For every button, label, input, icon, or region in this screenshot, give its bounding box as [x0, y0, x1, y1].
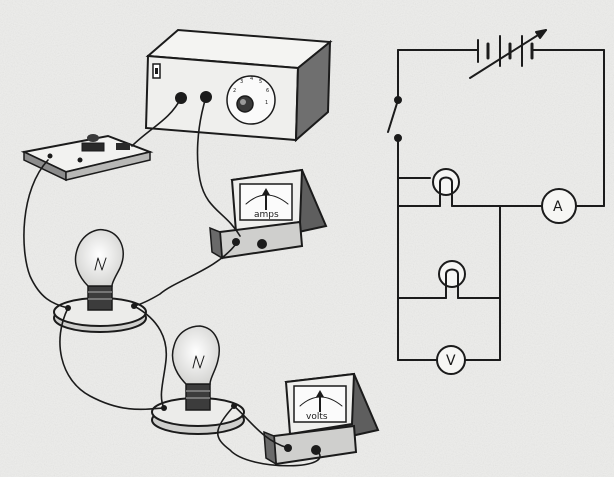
voltmeter-device: volts — [263, 372, 380, 466]
lamp-symbol-lower — [438, 260, 466, 288]
voltage-dial: 2 3 4 5 6 1 — [226, 75, 276, 125]
power-supply: 2 3 4 5 6 1 — [144, 28, 333, 143]
variable-battery-symbol — [469, 29, 547, 79]
bulb-2 — [151, 325, 245, 435]
svg-text:3: 3 — [240, 79, 243, 85]
lamp-symbol-upper — [432, 168, 460, 196]
svg-text:6: 6 — [266, 88, 269, 94]
svg-text:4: 4 — [250, 76, 253, 82]
svg-text:V: V — [446, 353, 456, 369]
svg-text:2: 2 — [233, 88, 236, 94]
voltmeter-symbol: V — [436, 345, 466, 375]
ammeter-label: amps — [254, 210, 279, 220]
svg-text:5: 5 — [259, 79, 262, 85]
voltmeter-label: volts — [306, 412, 328, 422]
pictorial-wires — [23, 96, 321, 467]
schematic-diagram — [387, 29, 605, 361]
ammeter-device: amps — [209, 168, 328, 260]
svg-text:1: 1 — [265, 100, 268, 106]
knife-switch — [20, 134, 154, 182]
ammeter-symbol: A — [541, 188, 577, 224]
svg-text:A: A — [553, 199, 563, 215]
bulb-1 — [53, 228, 147, 333]
